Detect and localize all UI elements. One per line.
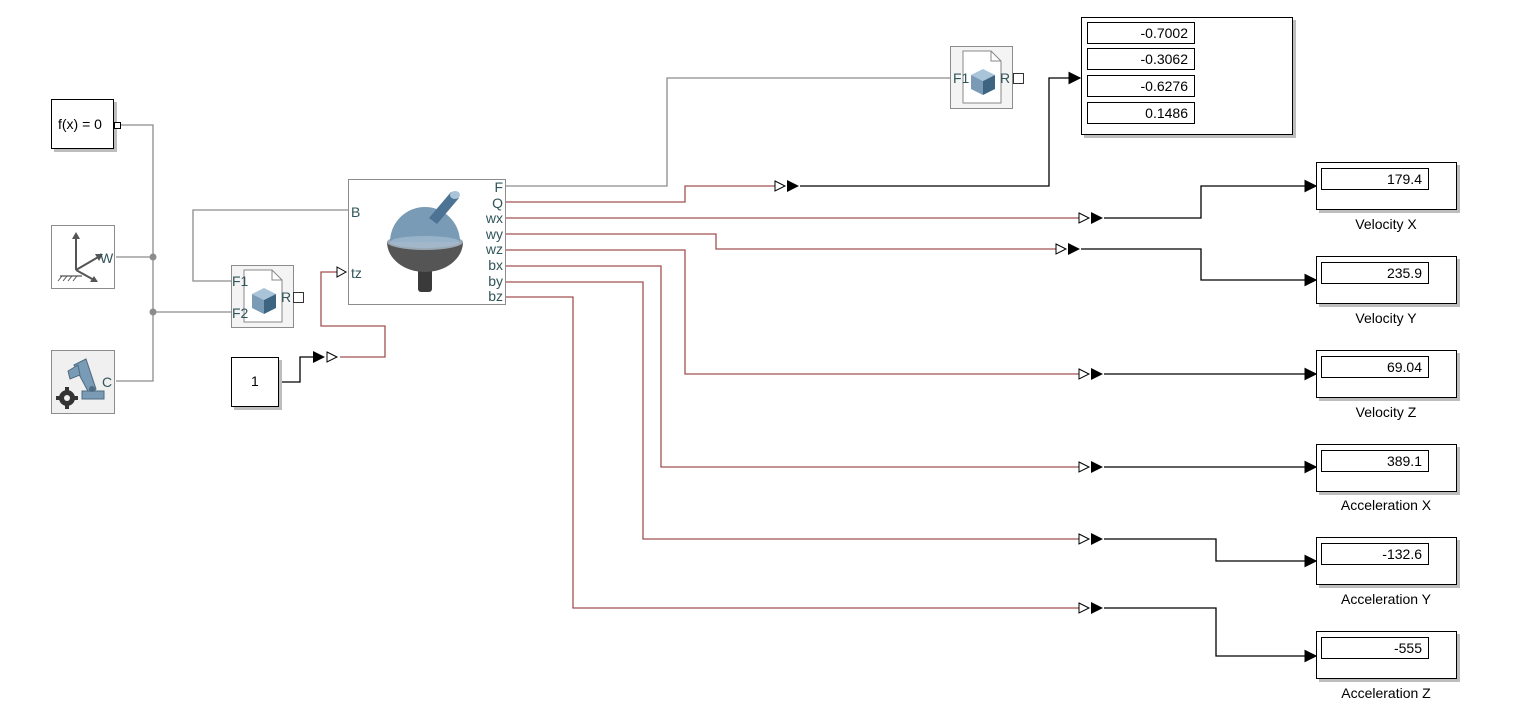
transform-sensor-icon (243, 269, 283, 323)
velocity-z-label: Velocity Z (1355, 404, 1417, 420)
r-port-label: R (1000, 70, 1011, 86)
world-port-label: W (100, 250, 114, 266)
gimbal-joint-block[interactable]: B tz F Q wx wy wz bx by bz (348, 179, 506, 305)
b-port-label: B (351, 204, 361, 220)
ps-connections (320, 185, 1080, 609)
converter-arrow (1055, 243, 1080, 255)
converter-arrow (1078, 461, 1103, 473)
port-q-label: Q (492, 194, 503, 211)
display-value: -132.6 (1321, 543, 1429, 565)
world-frame-icon (57, 232, 103, 282)
port-bx-label: bx (488, 256, 503, 273)
r-port-label: R (281, 289, 292, 305)
velocity-x-label: Velocity X (1355, 216, 1417, 232)
acceleration-y-display[interactable]: -132.6 (1316, 537, 1457, 585)
transform-sensor-block[interactable]: F1 F2 R (231, 265, 304, 328)
port-wz-label: wz (485, 241, 503, 258)
constant-block[interactable]: 1 (231, 357, 279, 407)
converter-arrow (313, 351, 339, 363)
converter-arrow (1078, 368, 1103, 380)
r-port-icon (1013, 73, 1024, 84)
display-value: 235.9 (1321, 262, 1429, 284)
acceleration-z-label: Acceleration Z (1341, 685, 1431, 701)
quaternion-value-0: -0.7002 (1087, 22, 1195, 44)
constant-value: 1 (251, 373, 259, 389)
f2-port-label: F2 (232, 305, 249, 321)
solver-port (114, 122, 121, 129)
acceleration-z-display[interactable]: -555 (1316, 631, 1457, 679)
display-value: 69.04 (1321, 356, 1429, 378)
f1-port-label: F1 (232, 273, 249, 289)
f1-port-label: F1 (953, 70, 970, 86)
config-port-label: C (102, 374, 113, 390)
converter-arrow (774, 180, 799, 192)
junction-dot (149, 253, 157, 261)
quaternion-value-2: -0.6276 (1087, 75, 1195, 97)
junction-dot (149, 308, 157, 316)
acceleration-x-display[interactable]: 389.1 (1316, 444, 1457, 492)
port-wx-label: wx (485, 210, 503, 227)
velocity-y-display[interactable]: 235.9 (1316, 256, 1457, 304)
velocity-x-display[interactable]: 179.4 (1316, 162, 1457, 210)
tz-port-label: tz (351, 265, 362, 281)
port-bz-label: bz (488, 288, 503, 305)
converter-arrow (1078, 602, 1103, 614)
robot-arm-gear-icon (56, 358, 105, 409)
port-f-label: F (494, 179, 503, 195)
tz-input-arrow (336, 266, 348, 278)
transform-sensor-icon (962, 50, 1002, 104)
velocity-y-label: Velocity Y (1355, 310, 1417, 326)
port-by-label: by (488, 272, 503, 289)
world-frame-block[interactable]: W (51, 225, 115, 289)
quaternion-display-block[interactable]: -0.7002 -0.3062 -0.6276 0.1486 (1081, 17, 1293, 135)
converter-arrow (1078, 533, 1103, 545)
quaternion-value-3: 0.1486 (1087, 102, 1195, 124)
display-value: -555 (1321, 637, 1429, 659)
signal-connections (279, 71, 1318, 663)
solver-configuration-block[interactable]: f(x) = 0 (51, 99, 114, 149)
physical-connections (116, 77, 951, 382)
solver-label: f(x) = 0 (58, 116, 102, 132)
output-port-labels: F Q wx wy wz bx by bz (485, 179, 503, 305)
acceleration-x-label: Acceleration X (1340, 497, 1432, 513)
converter-arrow (1078, 212, 1103, 224)
display-value: 389.1 (1321, 450, 1429, 472)
velocity-z-display[interactable]: 69.04 (1316, 350, 1457, 398)
acceleration-y-label: Acceleration Y (1340, 591, 1431, 607)
gimbal-joint-icon (387, 191, 463, 292)
display-value: 179.4 (1321, 168, 1429, 190)
r-port-icon (293, 292, 304, 303)
ps-converters (313, 180, 1103, 614)
transform-sensor-top-block[interactable]: F1 R (950, 46, 1024, 109)
mechanism-configuration-block[interactable]: C (51, 350, 115, 414)
quaternion-value-1: -0.3062 (1087, 48, 1195, 70)
port-wy-label: wy (485, 225, 503, 242)
